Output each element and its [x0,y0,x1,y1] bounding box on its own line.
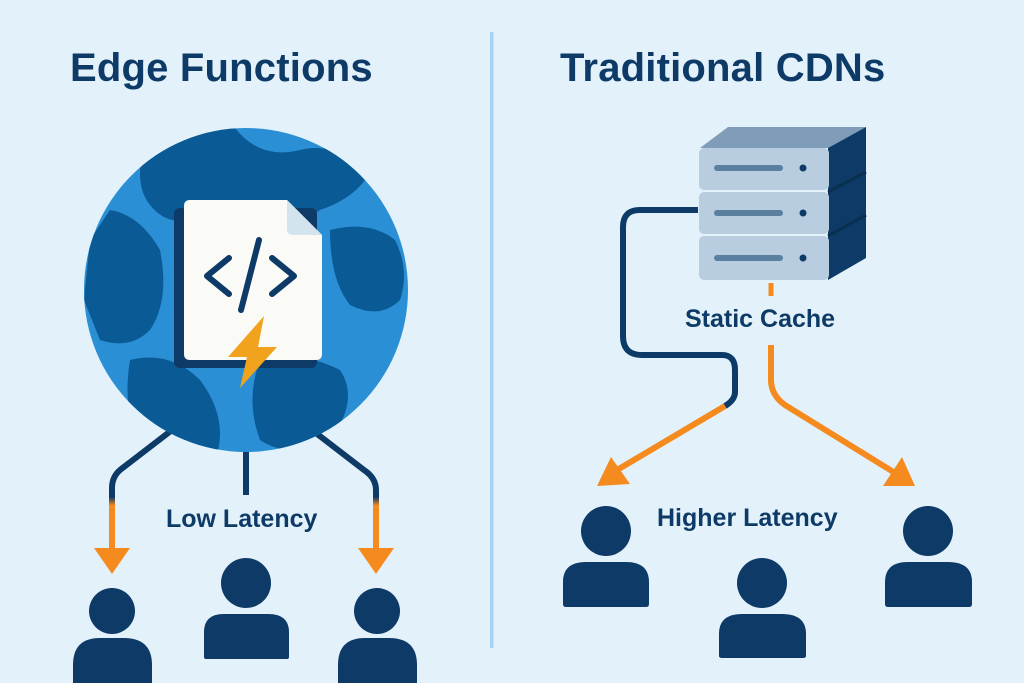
edge-functions-title: Edge Functions [70,46,373,90]
arrow-head-left [94,548,130,574]
static-cache-label: Static Cache [685,305,836,333]
panel-divider [490,32,494,648]
user-icon [338,588,417,683]
user-icon [719,558,806,658]
traditional-cdns-title: Traditional CDNs [560,46,886,90]
user-icon [204,558,289,659]
connector-cable [620,207,738,409]
low-latency-label: Low Latency [166,505,318,533]
connector-right [768,283,915,486]
code-file-icon [174,200,322,368]
user-icon [563,506,649,607]
user-icon [885,506,972,607]
higher-latency-label: Higher Latency [657,504,838,532]
lightning-bolt-icon [228,316,277,388]
arrow-head-right [358,548,394,574]
server-stack-icon [699,127,867,280]
arrow-head-right [883,457,915,486]
connector-right [310,427,394,574]
connector-left [597,403,727,486]
connector-left [94,427,174,574]
arrow-head-left [597,457,630,486]
user-icon [73,588,152,683]
